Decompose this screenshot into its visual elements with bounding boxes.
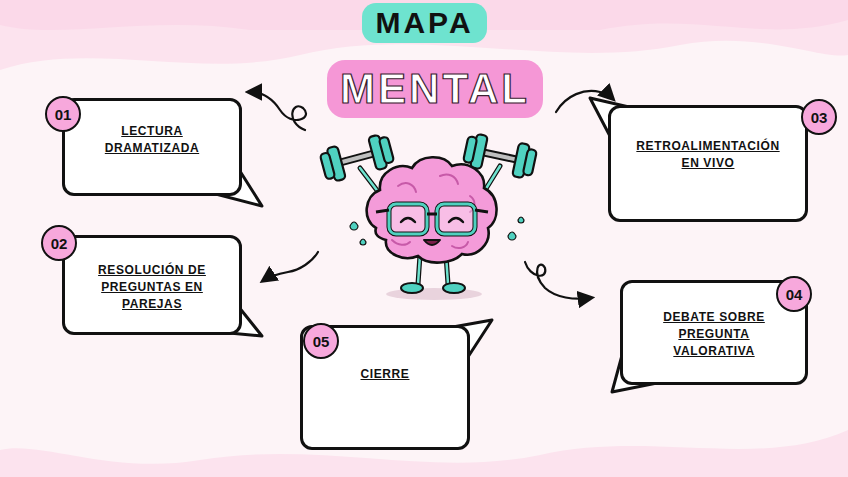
- box-label: CIERRE: [361, 366, 410, 383]
- callout-number: 03: [801, 99, 837, 135]
- glasses-bridge: [376, 210, 488, 214]
- title-pill: MAPA: [362, 3, 487, 43]
- eyes: [401, 218, 463, 222]
- curly-arrow: [556, 91, 612, 112]
- title-text: MAPA: [375, 6, 473, 40]
- callout-number-text: 05: [313, 333, 330, 350]
- callout-number: 02: [41, 225, 77, 261]
- callout-number-text: 03: [811, 109, 828, 126]
- brain: [367, 157, 497, 262]
- shoe: [401, 283, 423, 293]
- shoe: [443, 283, 465, 293]
- box-label: RESOLUCIÓN DE PREGUNTAS EN PAREJAS: [91, 262, 213, 312]
- box-label: RETROALIMENTACIÓN EN VIVO: [628, 138, 788, 172]
- curly-arrow: [525, 262, 590, 299]
- background-blob: [0, 41, 848, 464]
- curly-arrow: [264, 252, 318, 280]
- callout-number: 04: [776, 276, 812, 312]
- title-pill: MENTAL: [327, 60, 543, 118]
- title-text: MENTAL: [340, 65, 530, 113]
- brain-character: [319, 132, 538, 300]
- callout-number-text: 02: [51, 235, 68, 252]
- curly-arrows: [250, 91, 612, 299]
- callout-number: 01: [45, 96, 81, 132]
- box-label: DEBATE SOBRE PREGUNTA VALORATIVA: [655, 309, 773, 359]
- callout-number: 05: [303, 323, 339, 359]
- box-label: LECTURA DRAMATIZADA: [95, 123, 210, 157]
- shadow: [386, 288, 482, 300]
- callout-number-text: 04: [786, 286, 803, 303]
- mouth: [424, 240, 440, 245]
- speech-box: LECTURA DRAMATIZADA01: [62, 98, 242, 196]
- curly-arrow: [250, 92, 306, 130]
- callout-number-text: 01: [55, 106, 72, 123]
- speech-box: RETROALIMENTACIÓN EN VIVO03: [608, 105, 808, 222]
- speech-box: RESOLUCIÓN DE PREGUNTAS EN PAREJAS02: [62, 235, 242, 335]
- speech-box: CIERRE 05: [300, 325, 470, 450]
- speech-box: DEBATE SOBRE PREGUNTA VALORATIVA 04: [620, 280, 808, 385]
- sweat-drops: [350, 217, 524, 245]
